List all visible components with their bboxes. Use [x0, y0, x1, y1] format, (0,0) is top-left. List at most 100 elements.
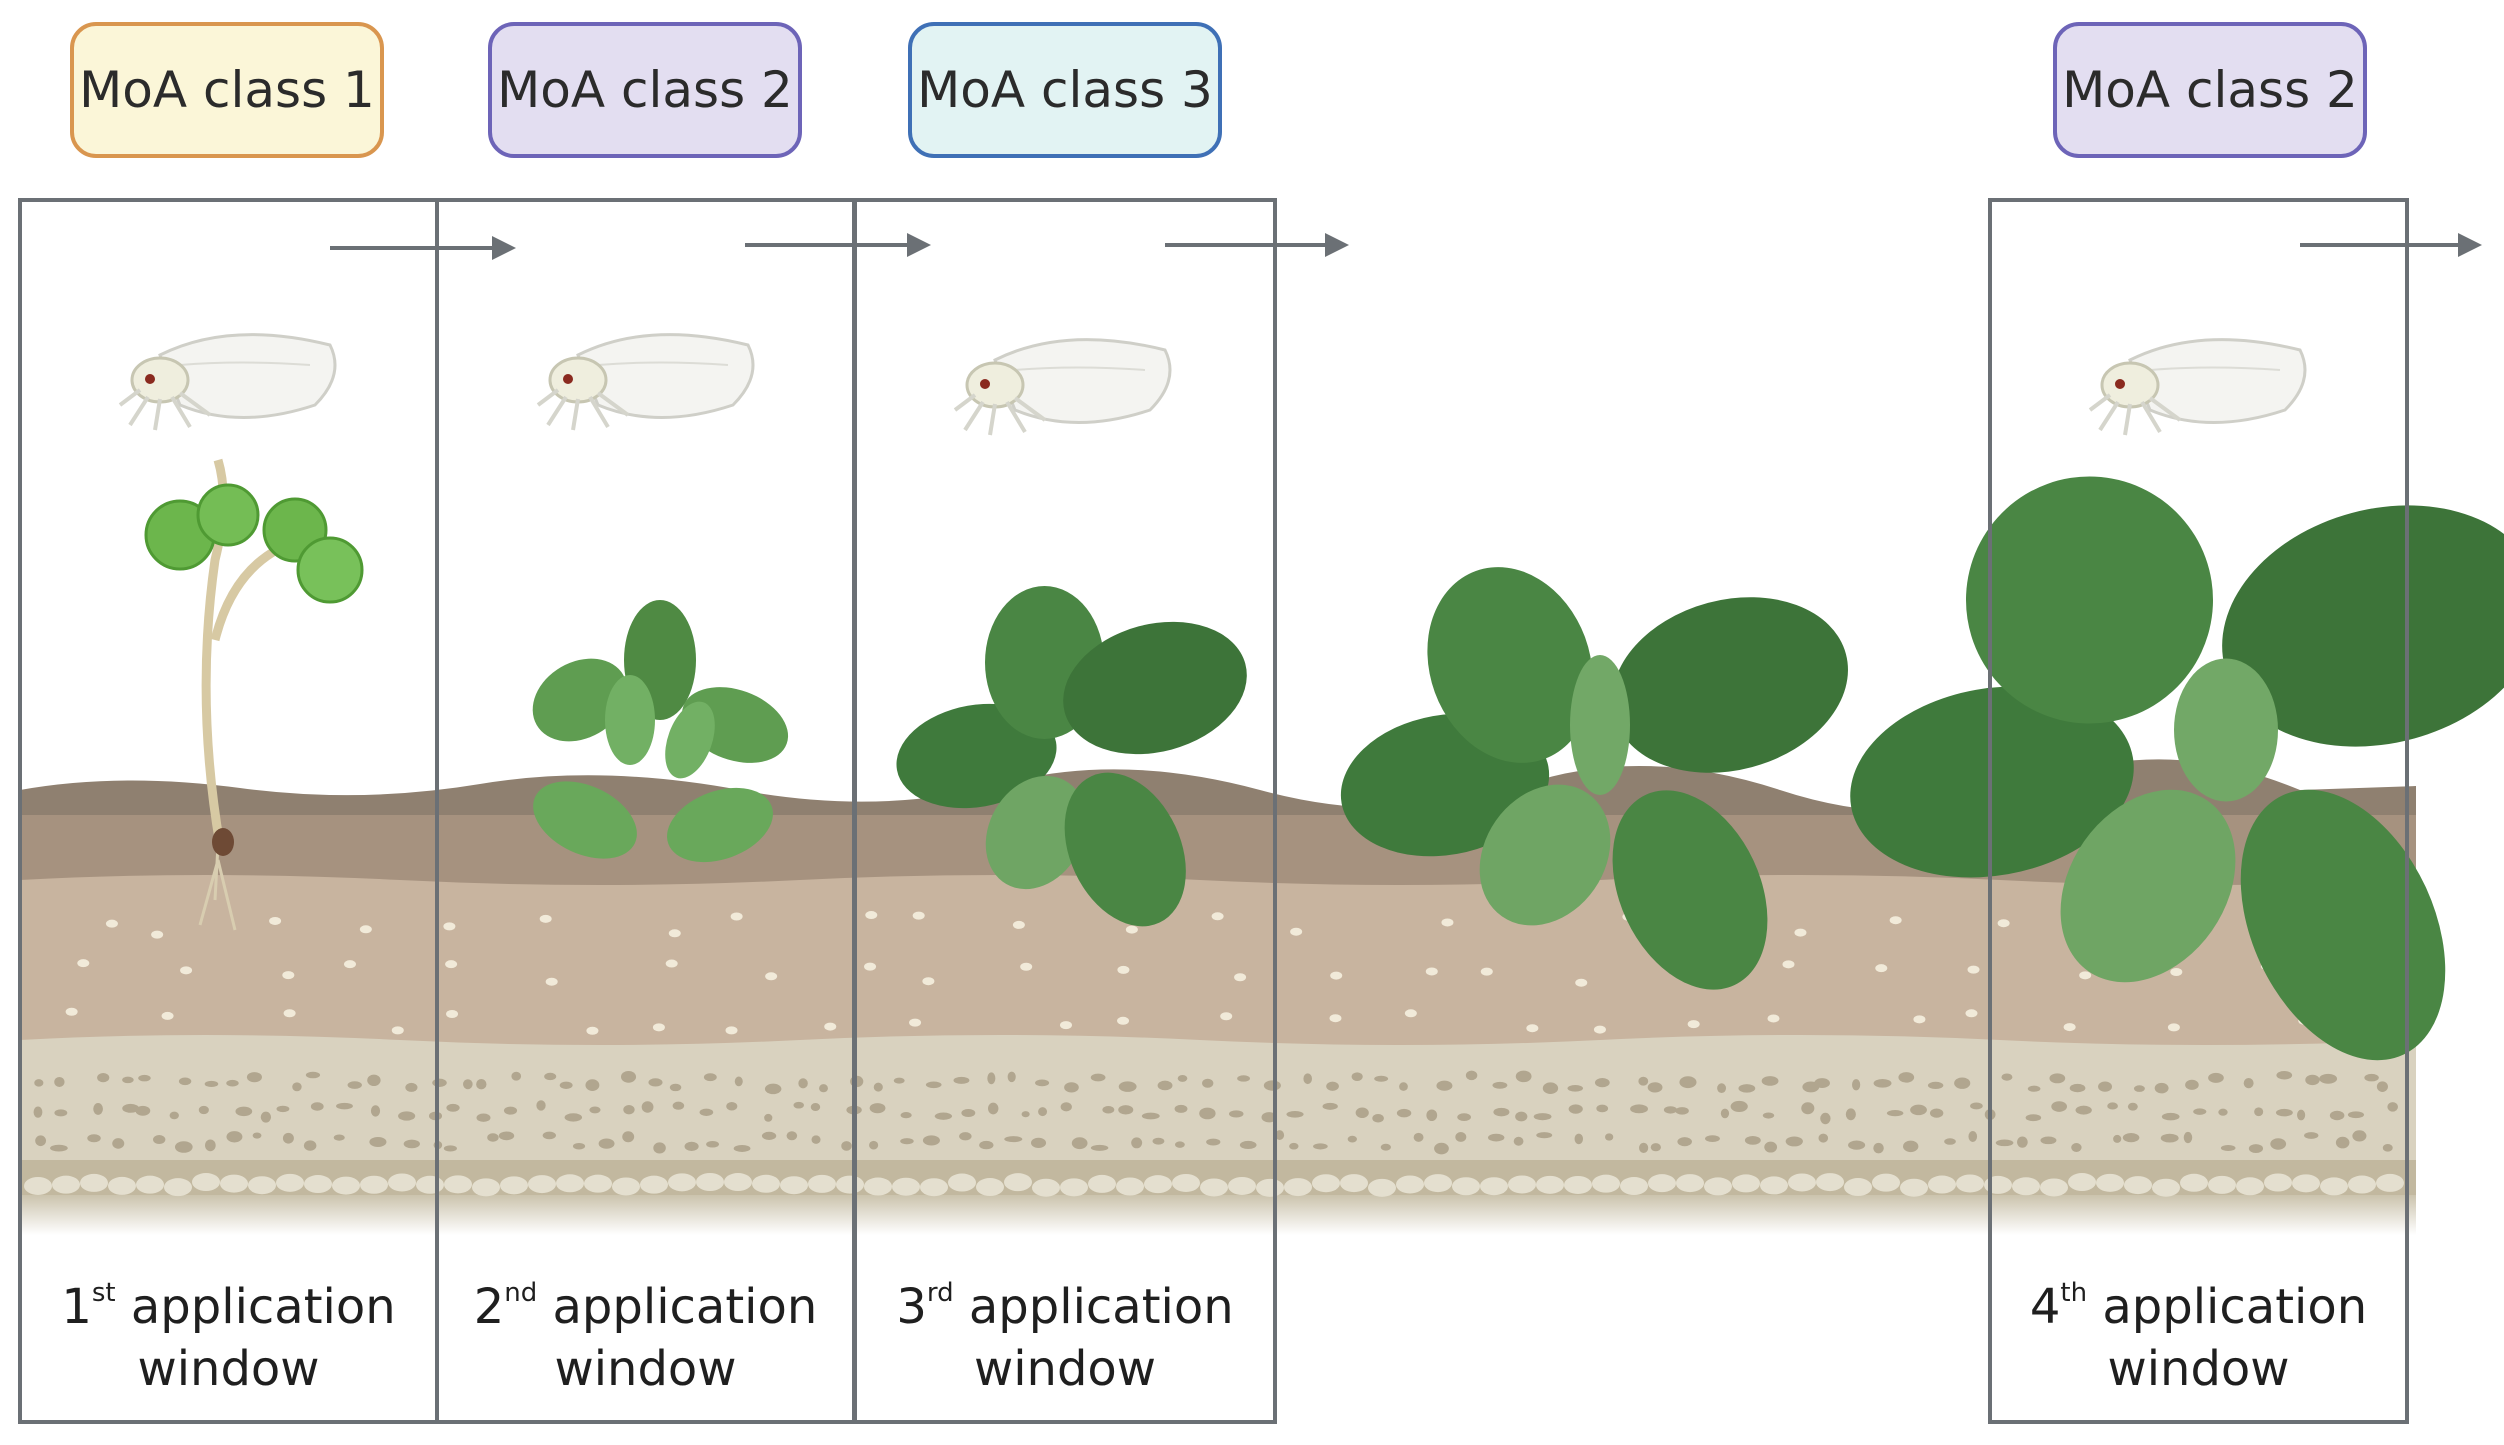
gravel-layer — [20, 1035, 2416, 1170]
stone — [388, 1173, 416, 1192]
subsoil-light-layer — [20, 875, 2416, 1045]
pebble — [476, 1078, 487, 1090]
pebble — [1228, 1110, 1244, 1118]
soil-seed — [824, 1022, 837, 1031]
pebble — [869, 1140, 879, 1150]
window-label-line1: application — [2102, 1279, 2368, 1335]
soil-seed — [1117, 1016, 1130, 1025]
stone — [1312, 1174, 1340, 1193]
pebble — [1118, 1105, 1134, 1115]
pebble — [2069, 1083, 2086, 1093]
pebble — [336, 1102, 353, 1110]
stone — [304, 1175, 332, 1194]
pebble — [585, 1079, 600, 1092]
pebble — [841, 1141, 852, 1151]
stone — [248, 1176, 276, 1195]
pebble — [1596, 1104, 1609, 1113]
soil-seed — [446, 1009, 459, 1018]
pebble — [2161, 1112, 2180, 1121]
stone — [864, 1177, 892, 1196]
pebble — [511, 1071, 522, 1081]
stone — [1200, 1178, 1228, 1197]
stone — [136, 1175, 164, 1194]
pebble — [622, 1131, 635, 1143]
pebble — [925, 1081, 942, 1089]
arrow-right-icons — [330, 233, 2482, 260]
stone — [80, 1173, 108, 1192]
application-window-frames — [18, 198, 2409, 1424]
pebble — [1567, 1085, 1584, 1092]
pebble — [1303, 1073, 1312, 1085]
moa-class-tag-2: MoA class 2 — [488, 22, 802, 158]
pebble — [153, 1135, 166, 1145]
window-label-line2: window — [2107, 1341, 2290, 1397]
soil-seed — [912, 911, 925, 920]
pebble — [1413, 1132, 1424, 1142]
pebble — [1848, 1140, 1866, 1150]
pebble — [2025, 1114, 2042, 1122]
pebble — [733, 1144, 751, 1152]
soil-seed — [283, 1009, 296, 1018]
pebble — [498, 1131, 515, 1141]
plant-icon — [1850, 476, 2504, 1061]
pebble — [1380, 1143, 1391, 1151]
soil-seed — [1020, 962, 1033, 971]
window-label-line1: application — [130, 1279, 396, 1335]
pebble — [2040, 1136, 2057, 1145]
pebble — [2075, 1105, 2092, 1115]
pebble — [2127, 1102, 2138, 1111]
window-frame-3 — [853, 198, 1277, 1424]
pebble — [54, 1109, 68, 1117]
pebble — [2376, 1081, 2388, 1092]
pebble — [1730, 1100, 1748, 1113]
pebble — [2329, 1110, 2345, 1121]
stone — [1844, 1178, 1872, 1197]
stone — [360, 1175, 388, 1194]
pebble — [443, 1145, 457, 1152]
pebble — [703, 1073, 717, 1082]
window-number: 4 — [2029, 1279, 2061, 1335]
soil-seed — [1526, 1024, 1539, 1033]
pebble — [1677, 1137, 1692, 1147]
pebble — [2305, 1074, 2320, 1086]
stone — [1536, 1175, 1564, 1194]
pebble — [589, 1106, 601, 1114]
stone — [1620, 1177, 1648, 1196]
pebble — [1638, 1076, 1649, 1086]
stone — [220, 1174, 248, 1193]
stone — [1704, 1177, 1732, 1196]
soil-seed — [1117, 965, 1130, 974]
soil-seed — [1425, 967, 1438, 976]
soil-seed — [77, 959, 90, 968]
pebble — [1177, 1074, 1188, 1082]
soil-seed — [1687, 1020, 1700, 1029]
soil-seed — [1575, 978, 1588, 987]
pebble — [1351, 1072, 1363, 1081]
pebble — [226, 1079, 239, 1087]
pebble — [1434, 1142, 1449, 1155]
window-number: 3 — [896, 1279, 927, 1335]
pebbles — [24, 1070, 2404, 1197]
stone — [192, 1173, 220, 1192]
stone — [1928, 1175, 1956, 1194]
soil-seed — [1441, 918, 1454, 927]
pebble — [1705, 1135, 1720, 1142]
pebble — [1845, 1108, 1856, 1121]
pebble — [2297, 1109, 2306, 1121]
pebble — [122, 1076, 134, 1084]
stone — [1144, 1175, 1172, 1194]
pebble — [370, 1105, 381, 1117]
pebble — [1605, 1133, 1614, 1141]
pebble — [1493, 1107, 1510, 1117]
stone — [2180, 1173, 2208, 1192]
whitefly-icon — [118, 333, 337, 431]
soil-seed — [2063, 1023, 2076, 1032]
soil-seed — [1889, 916, 1902, 925]
soil-seed — [665, 959, 678, 968]
pebble — [2248, 1144, 2264, 1153]
pebble — [169, 1111, 179, 1120]
stone — [892, 1177, 920, 1196]
pebble — [403, 1139, 420, 1149]
